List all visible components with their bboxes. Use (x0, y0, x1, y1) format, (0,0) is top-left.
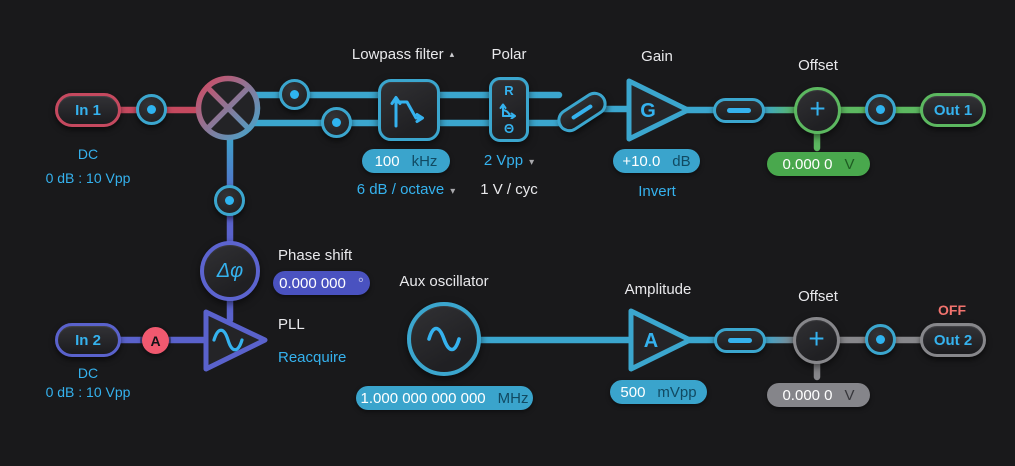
lowpass-corner-value: 100 (374, 152, 400, 170)
probe-node-out2[interactable] (865, 324, 896, 355)
offset1-unit: V (844, 155, 855, 173)
amplitude-output-connector[interactable] (714, 328, 766, 353)
offset1-value-field[interactable]: 0.000 0 V (767, 152, 870, 176)
polar-range-dropdown[interactable]: 2 Vpp ▾ (469, 152, 549, 169)
in1-label: In 1 (75, 101, 101, 119)
gain-value: +10.0 (622, 152, 661, 170)
lowpass-filter-title: Lowpass filter (351, 46, 444, 63)
lowpass-corner-frequency-field[interactable]: 100 kHz (362, 149, 450, 173)
pll-reacquire-button[interactable]: Reacquire (278, 349, 347, 366)
gain-title: Gain (641, 48, 673, 65)
gain-unit: dB (672, 152, 691, 170)
pll-title: PLL (278, 316, 305, 333)
lowpass-filter-icon (390, 96, 424, 128)
offset2-value: 0.000 0 (782, 386, 833, 404)
probe-node-out1[interactable] (865, 94, 896, 125)
in1-coupling: DC (77, 146, 99, 162)
probe-node-q[interactable] (321, 107, 352, 138)
offset2-title: Offset (798, 288, 838, 305)
dropdown-icon: ▾ (450, 186, 456, 197)
attenuation-indicator: A (142, 327, 169, 354)
in2-label: In 2 (75, 331, 101, 349)
aux-oscillator-block[interactable] (407, 302, 481, 376)
lowpass-slope-value: 6 dB / octave (356, 181, 445, 198)
in2-coupling: DC (77, 365, 99, 381)
offset2-unit: V (844, 386, 855, 404)
lowpass-filter-header[interactable]: Lowpass filter ▴ (328, 46, 478, 63)
phase-shift-block[interactable]: Δφ (200, 241, 260, 301)
offset1-title: Offset (798, 57, 838, 74)
lowpass-slope-dropdown[interactable]: 6 dB / octave ▾ (336, 181, 476, 198)
out1-label: Out 1 (933, 101, 973, 119)
offset2-value-field[interactable]: 0.000 0 V (767, 383, 870, 407)
polar-block[interactable]: R Θ (489, 77, 529, 142)
gain-value-field[interactable]: +10.0 dB (613, 149, 700, 173)
probe-node-in1[interactable] (136, 94, 167, 125)
probe-dot (147, 105, 156, 114)
in2-range: 0 dB : 10 Vpp (45, 384, 131, 400)
phase-shift-value: 0.000 000 (279, 274, 346, 292)
polar-r-label: R (504, 82, 514, 98)
out2-badge[interactable]: Out 2 (920, 323, 986, 357)
probe-dot (876, 105, 885, 114)
pll-block[interactable] (203, 309, 268, 372)
angle-icon (499, 103, 516, 119)
offset1-block[interactable]: + (794, 87, 841, 134)
plus-icon: + (808, 323, 825, 354)
phase-shift-value-field[interactable]: 0.000 000 ° (273, 271, 370, 295)
dropdown-icon: ▾ (529, 157, 535, 168)
aux-oscillator-title: Aux oscillator (399, 273, 489, 290)
amplitude-unit: mVpp (657, 383, 697, 401)
aux-frequency-value: 1.000 000 000 000 (360, 389, 486, 407)
out2-label: Out 2 (933, 331, 973, 349)
gain-block[interactable] (626, 78, 691, 142)
out2-off-status: OFF (938, 302, 966, 318)
connector-bar-icon (727, 108, 751, 113)
sine-wave-icon (427, 326, 461, 352)
amplitude-value: 500 (620, 383, 646, 401)
connector-bar-icon (728, 338, 752, 343)
polar-range-value: 2 Vpp (483, 152, 524, 169)
aux-frequency-field[interactable]: 1.000 000 000 000 MHz (356, 386, 533, 410)
polar-title: Polar (491, 46, 527, 63)
polar-scale-label: 1 V / cyc (480, 181, 538, 198)
amplitude-value-field[interactable]: 500 mVpp (610, 380, 707, 404)
switch-bar-icon (570, 103, 594, 121)
aux-frequency-unit: MHz (497, 389, 529, 407)
amplitude-block[interactable] (628, 308, 693, 372)
mixer-block[interactable] (195, 75, 261, 141)
probe-node-i[interactable] (279, 79, 310, 110)
phase-shift-title: Phase shift (278, 247, 353, 264)
in1-range: 0 dB : 10 Vpp (45, 170, 131, 186)
offset1-value: 0.000 0 (782, 155, 833, 173)
polar-theta-label: Θ (503, 121, 515, 137)
pll-sine-icon (212, 328, 244, 352)
gain-symbol: G (640, 100, 656, 122)
collapse-icon: ▴ (449, 49, 455, 59)
amplitude-symbol: A (643, 330, 659, 352)
phase-shift-unit: ° (357, 274, 364, 292)
plus-icon: + (809, 93, 826, 124)
probe-dot (332, 118, 341, 127)
probe-dot (225, 196, 234, 205)
gain-invert-toggle[interactable]: Invert (638, 183, 676, 200)
delta-phi-symbol: Δφ (216, 259, 244, 282)
in1-badge[interactable]: In 1 (55, 93, 121, 127)
probe-dot (876, 335, 885, 344)
offset2-block[interactable]: + (793, 317, 840, 364)
attenuation-label: A (150, 332, 161, 349)
gain-output-connector[interactable] (713, 98, 765, 123)
probe-node-local-osc[interactable] (214, 185, 245, 216)
probe-dot (290, 90, 299, 99)
lowpass-filter-block[interactable] (378, 79, 440, 141)
in2-badge[interactable]: In 2 (55, 323, 121, 357)
out1-badge[interactable]: Out 1 (920, 93, 986, 127)
lowpass-corner-unit: kHz (411, 152, 438, 170)
amplitude-title: Amplitude (624, 281, 692, 298)
